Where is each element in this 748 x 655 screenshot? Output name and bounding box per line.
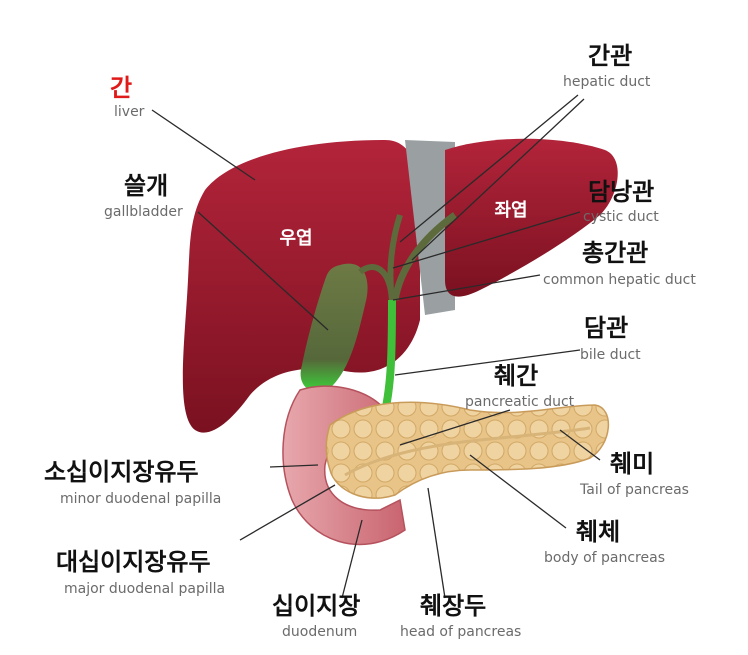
gallbladder-label-en: gallbladder xyxy=(104,204,183,220)
gallbladder-label-ko: 쓸개 xyxy=(124,172,169,200)
liver-right-lobe xyxy=(182,140,420,433)
major-papilla-label-en: major duodenal papilla xyxy=(64,581,226,597)
hepatic-duct-left xyxy=(391,212,458,301)
right-lobe-label: 우엽 xyxy=(279,228,312,249)
cystic-duct-label-ko: 담낭관 xyxy=(588,178,655,206)
body-of-pancreas-label-ko: 췌체 xyxy=(576,518,621,546)
liver-label-en: liver xyxy=(114,104,145,120)
duodenum-label-en: duodenum xyxy=(282,624,358,640)
tail-of-pancreas-label-ko: 췌미 xyxy=(610,450,655,478)
common-hepatic-duct-label-ko: 총간관 xyxy=(582,239,649,267)
left-lobe-label: 좌엽 xyxy=(494,200,527,221)
head-of-pancreas-label-en: head of pancreas xyxy=(400,624,522,640)
pancreas xyxy=(325,401,609,499)
minor-papilla-label-en: minor duodenal papilla xyxy=(60,491,222,507)
gallbladder xyxy=(300,263,368,392)
pancreatic-duct-label-ko: 췌간 xyxy=(494,362,539,390)
body-of-pancreas-label-en: body of pancreas xyxy=(544,550,665,566)
minor-papilla-label-ko: 소십이지장유두 xyxy=(44,458,199,486)
pancreatic-duct-label-en: pancreatic duct xyxy=(465,394,575,410)
common-hepatic-duct-label-en: common hepatic duct xyxy=(543,272,696,288)
bile-duct-label-ko: 담관 xyxy=(584,314,629,342)
cystic-duct xyxy=(358,264,395,301)
liver-left-lobe xyxy=(445,138,618,297)
hepatic-duct-label-ko: 간관 xyxy=(588,42,633,70)
duodenum-label-ko: 십이지장 xyxy=(272,592,361,620)
head-of-pancreas-label-ko: 췌장두 xyxy=(420,592,487,620)
hepatic-duct-label-en: hepatic duct xyxy=(563,74,651,90)
cystic-duct-label-en: cystic duct xyxy=(583,209,659,225)
liver-label-ko: 간 xyxy=(110,74,133,102)
falciform-ligament xyxy=(405,140,455,315)
bile-duct-label-en: bile duct xyxy=(580,347,641,363)
leader-lines xyxy=(151,94,601,599)
tail-of-pancreas-label-en: Tail of pancreas xyxy=(580,482,689,498)
major-papilla-label-ko: 대십이지장유두 xyxy=(56,548,211,576)
